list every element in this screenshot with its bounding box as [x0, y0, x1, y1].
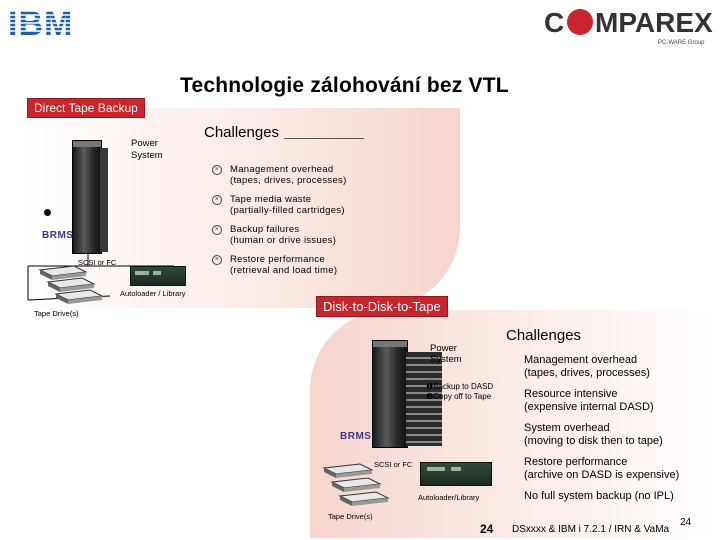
comparex-logo: C MPAREX PC-WARE Group [544, 7, 713, 46]
challenges-heading: Challenges [204, 124, 280, 141]
bullet-icon: × [212, 195, 222, 205]
step-label-1: ❶Backup to DASD [426, 382, 494, 391]
brms-label: BRMS [340, 431, 372, 442]
brms-label: BRMS [42, 230, 74, 241]
bullet-icon: × [212, 225, 222, 235]
ibm-logo: IBM [6, 5, 88, 40]
bullet-dot-icon [44, 209, 51, 216]
list-item: System overhead(moving to disk then to t… [524, 422, 663, 447]
tape-drive-icon [38, 265, 104, 304]
heading-divider [284, 138, 364, 139]
server-label-line2: System [131, 150, 163, 161]
list-item: ×Restore performance(retrieval and load … [212, 254, 462, 276]
connection-label: SCSI or FC [374, 460, 413, 469]
section-tag-d2d2t: Disk-to-Disk-to-Tape [316, 296, 448, 317]
power-system-server-icon [372, 340, 408, 448]
list-item: Resource intensive(expensive internal DA… [524, 388, 654, 413]
server-label-line2: System [430, 354, 462, 365]
autoloader-icon [130, 266, 186, 286]
step-label-2: ❷Copy off to Tape [426, 392, 492, 401]
tape-drive-icon [322, 463, 390, 506]
connection-label: SCSI or FC [78, 258, 117, 267]
disk-array-icon [406, 352, 442, 446]
list-item: ×Tape media waste(partially-filled cartr… [212, 194, 462, 216]
server-label-line1: Power [131, 138, 158, 149]
list-item: No full system backup (no IPL) [524, 490, 674, 502]
svg-text:MPAREX: MPAREX [595, 7, 713, 38]
page-title: Technologie zálohování bez VTL [180, 74, 509, 97]
list-item: Management overhead(tapes, drives, proce… [524, 354, 650, 379]
list-item: ×Backup failures(human or drive issues) [212, 224, 462, 246]
challenges-list: ×Management overhead(tapes, drives, proc… [212, 164, 462, 284]
svg-text:C: C [544, 7, 564, 38]
page-number: 24 [680, 517, 692, 528]
power-system-server-icon [72, 140, 102, 254]
bullet-icon: × [212, 255, 222, 265]
svg-text:PC-WARE Group: PC-WARE Group [658, 40, 705, 46]
footer-text: DSxxxx & IBM i 7.2.1 / IRN & VaMa [512, 524, 670, 535]
challenges-heading: Challenges [506, 327, 582, 344]
list-item: ×Management overhead(tapes, drives, proc… [212, 164, 462, 186]
bullet-icon: × [212, 165, 222, 175]
page-number: 24 [480, 522, 494, 536]
section-tag-direct-tape: Direct Tape Backup [27, 98, 145, 118]
autoloader-icon [420, 462, 492, 486]
library-label: Autoloader / Library [120, 289, 186, 298]
server-label-line1: Power [430, 343, 457, 354]
tape-drive-label: Tape Drive(s) [328, 512, 373, 521]
challenges-list: Management overhead(tapes, drives, proce… [524, 354, 716, 511]
list-item: Restore performance(archive on DASD is e… [524, 456, 680, 481]
server-side-panel [100, 148, 108, 252]
tape-drive-label: Tape Drive(s) [34, 309, 79, 318]
library-label: Autoloader/Library [418, 493, 480, 502]
